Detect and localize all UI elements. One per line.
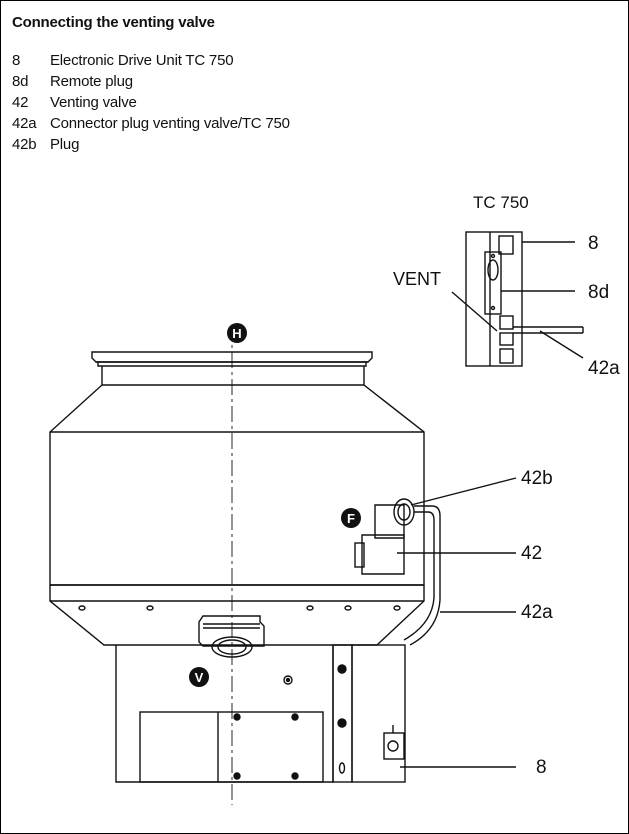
legend-code: 8d: [12, 73, 29, 90]
leader-line: [410, 477, 517, 506]
pump-housing: [49, 366, 425, 586]
screw: [291, 772, 299, 780]
screw: [233, 772, 241, 780]
screw: [233, 713, 241, 721]
drive-unit-body: [115, 645, 334, 783]
tc750-housing: [465, 231, 523, 367]
legend-item: 42 Venting valve: [12, 92, 290, 113]
legend-text: Remote plug: [50, 73, 133, 90]
screw: [337, 664, 347, 674]
legend-list: 8 Electronic Drive Unit TC 750 8d Remote p…: [12, 50, 290, 155]
pump-drawing: [49, 325, 441, 805]
vent-label: VENT: [393, 269, 441, 289]
tc750-title: TC 750: [473, 193, 529, 212]
legend-code: 42: [12, 94, 29, 111]
marker-f-letter: F: [347, 511, 355, 526]
legend-code: 42a: [12, 115, 37, 132]
marker-v-circle: [189, 667, 209, 687]
bolt-hole: [344, 605, 352, 611]
legend-text: Connector plug venting valve/TC 750: [50, 115, 290, 132]
callout-42: 42: [521, 543, 542, 564]
remote-plug-oval: [487, 259, 499, 281]
bolt-hole: [306, 605, 314, 611]
indicator: [283, 675, 293, 685]
legend-text: Venting valve: [50, 94, 137, 111]
tc750-socket: [499, 348, 514, 364]
marker-f-circle: [341, 508, 361, 528]
side-connector-ring: [387, 740, 399, 752]
marker-h-letter: H: [232, 326, 241, 341]
lower-housing: [49, 585, 425, 646]
legend-item: 42b Plug: [12, 134, 290, 155]
vent-socket: [499, 315, 514, 330]
tc750-socket: [499, 332, 514, 346]
slot: [338, 762, 346, 774]
port-opening-inner: [217, 639, 247, 655]
marker-v: V: [189, 667, 209, 687]
venting-valve-coil: [361, 534, 405, 575]
callout-8d: 8d: [588, 282, 609, 303]
connector-cable: [403, 511, 435, 641]
indicator-dot: [285, 677, 291, 683]
flange-lip: [97, 362, 367, 367]
marker-h-circle: [227, 323, 247, 343]
legend-item: 8d Remote plug: [12, 71, 290, 92]
marker-v-letter: V: [195, 670, 204, 685]
legend-code: 8: [12, 52, 21, 69]
screw: [337, 718, 347, 728]
connector-cable: [409, 505, 441, 646]
screw-dot: [490, 253, 496, 259]
plug-42b-inner: [397, 503, 411, 521]
bolt-hole: [393, 605, 401, 611]
callout-42a-detail: 42a: [588, 358, 620, 379]
legend-text: Plug: [50, 136, 80, 153]
legend-item: 8 Electronic Drive Unit TC 750: [12, 50, 290, 71]
side-connector: [383, 732, 405, 760]
leader-line: [539, 330, 584, 359]
remote-plug: [484, 251, 502, 315]
callout-8: 8: [536, 757, 547, 778]
callout-42b: 42b: [521, 468, 553, 489]
legend-item: 42a Connector plug venting valve/TC 750: [12, 113, 290, 134]
tc750-detail: TC 750 8 8d VENT 42a: [393, 193, 620, 379]
marker-h: H: [227, 323, 247, 343]
bolt-hole: [146, 605, 154, 611]
callout-8-detail: 8: [588, 233, 599, 254]
venting-valve-body: [374, 504, 405, 539]
drive-unit-panel: [139, 711, 324, 783]
leader-line: [451, 291, 498, 332]
section-heading: Connecting the venting valve: [12, 14, 215, 31]
foreline-port: [198, 615, 265, 647]
tc750-connector-top: [498, 235, 514, 255]
legend-text: Electronic Drive Unit TC 750: [50, 52, 234, 69]
bolt-hole: [78, 605, 86, 611]
screw-dot: [490, 305, 496, 311]
marker-f: F: [341, 508, 361, 528]
legend-code: 42b: [12, 136, 37, 153]
port-opening: [211, 636, 253, 658]
callout-42a: 42a: [521, 602, 553, 623]
screw: [291, 713, 299, 721]
venting-valve-end: [354, 542, 365, 568]
drive-unit-side: [351, 644, 406, 783]
